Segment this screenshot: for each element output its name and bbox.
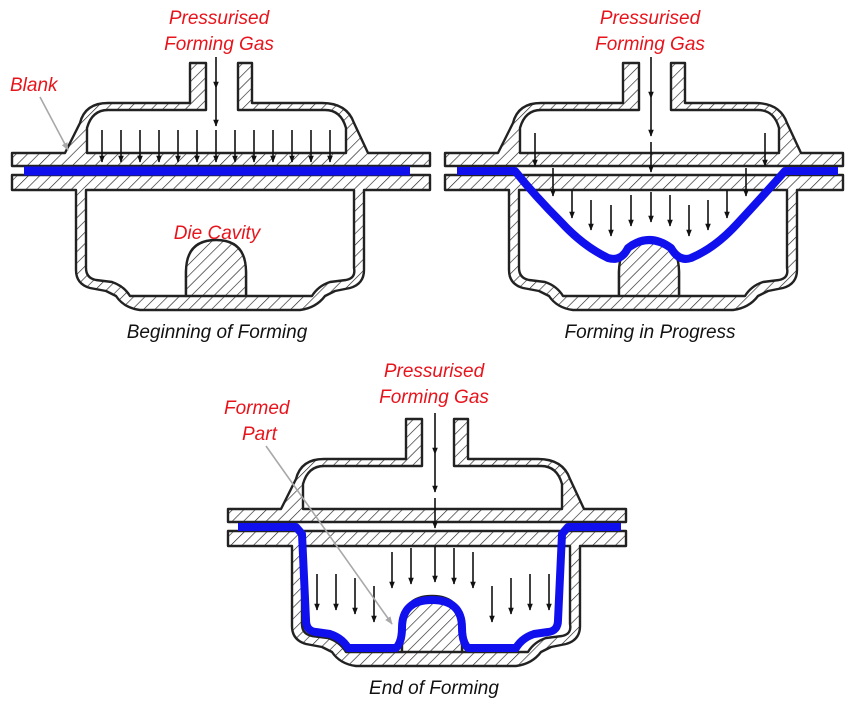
gas-label-line1: Pressurised xyxy=(169,8,271,29)
top-chamber-wall xyxy=(443,61,845,168)
formed-part-label-line2: Part xyxy=(242,424,278,445)
gas-label-line1: Pressurised xyxy=(384,361,486,382)
panel-end: Pressurised Forming Gas Formed Part End … xyxy=(224,361,628,699)
top-chamber-wall xyxy=(226,417,628,524)
gas-label-line2: Forming Gas xyxy=(379,387,489,408)
blank-sheet xyxy=(457,167,838,263)
caption-beginning: Beginning of Forming xyxy=(127,322,308,343)
gas-label-line2: Forming Gas xyxy=(164,34,274,55)
panel-beginning: Pressurised Forming Gas Blank Die Cavity… xyxy=(10,8,432,343)
caption-end: End of Forming xyxy=(369,678,499,699)
formed-part-label-line1: Formed xyxy=(224,398,291,419)
panel-progress: Pressurised Forming Gas Forming in Progr… xyxy=(443,8,845,343)
pressure-arrows xyxy=(314,546,552,623)
caption-progress: Forming in Progress xyxy=(564,322,736,343)
die-boss xyxy=(184,238,248,298)
pressure-arrows xyxy=(532,133,768,237)
blank-label: Blank xyxy=(10,75,59,96)
gas-label-line2: Forming Gas xyxy=(595,34,705,55)
blank-leader xyxy=(39,96,69,151)
formed-part xyxy=(238,523,621,652)
pressure-arrows xyxy=(99,130,333,163)
formed-part-leader xyxy=(265,445,393,625)
top-chamber-wall xyxy=(10,61,432,168)
die-cavity-label: Die Cavity xyxy=(174,223,262,244)
gas-label-line1: Pressurised xyxy=(600,8,702,29)
